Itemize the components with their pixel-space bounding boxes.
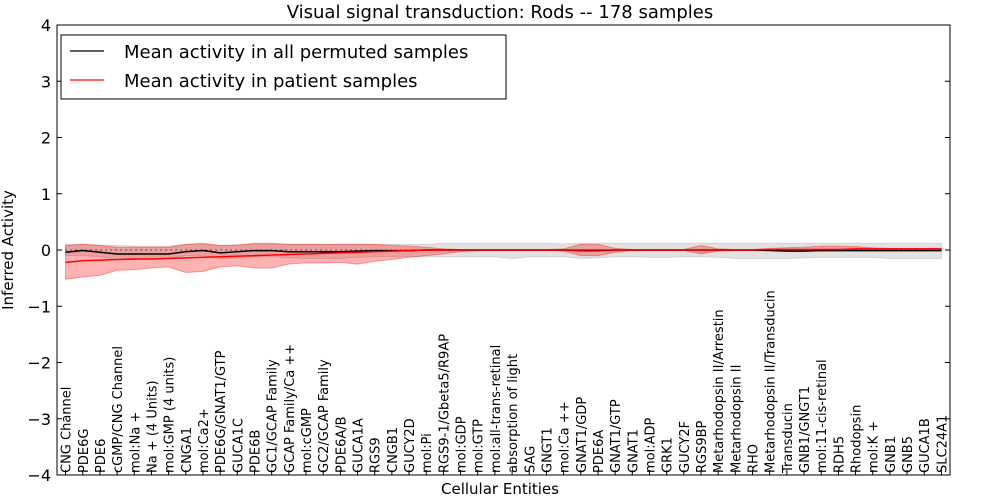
y-tick-label: 4 (41, 16, 51, 35)
x-tick-label: GUCY2F (678, 421, 693, 473)
x-tick-label: CNG Channel (60, 387, 75, 473)
chart-title: Visual signal transduction: Rods -- 178 … (287, 2, 714, 23)
x-tick-label: PDE6A/B (334, 416, 349, 473)
x-tick-label: Rhodopsin (850, 405, 865, 473)
y-axis-label: Inferred Activity (0, 190, 17, 310)
x-tick-label: GUCA1B (918, 418, 933, 473)
x-tick-label: PDE6 (94, 439, 109, 473)
x-tick-label: GNAT1/GTP (609, 399, 624, 473)
legend-label-permuted: Mean activity in all permuted samples (124, 42, 468, 63)
y-tick-label: −2 (27, 354, 51, 373)
x-tick-label: CNGB1 (386, 427, 401, 473)
x-tick-label: PDE6G/GNAT1/GTP (214, 350, 229, 473)
x-tick-label: RGS9 (369, 437, 384, 473)
x-tick-label: mol:GTP (472, 419, 487, 473)
x-tick-label: RGS9-1/Gbeta5/R9AP (437, 334, 452, 473)
x-tick-label: GUCA1C (231, 418, 246, 473)
x-tick-label: mol:Ca ++ (558, 401, 573, 473)
y-tick-label: 0 (41, 241, 51, 260)
x-tick-label: PDE6G (77, 429, 92, 473)
x-tick-label: GRK1 (661, 437, 676, 473)
x-axis-label: Cellular Entities (441, 480, 559, 498)
x-tick-label: RGS9BP (695, 420, 710, 473)
x-tick-label: cGMP/CNG Channel (111, 346, 126, 473)
x-tick-label: CNGA1 (180, 427, 195, 473)
x-tick-label: Metarhodopsin II/Transducin (764, 290, 779, 473)
x-tick-label: SAG (523, 446, 538, 473)
y-tick-label: −4 (27, 466, 51, 485)
x-tick-label: mol:K + (867, 421, 882, 473)
legend: Mean activity in all permuted samples Me… (60, 34, 507, 100)
x-tick-label: mol:cGMP (300, 408, 315, 473)
x-tick-label: RHO (747, 444, 762, 473)
band-permuted (65, 242, 942, 261)
x-tick-label: mol:GDP (455, 416, 470, 473)
x-tick-label: GUCY2D (403, 418, 418, 473)
x-tick-label: mol:Ca2+ (197, 408, 212, 473)
x-tick-label: RDH5 (832, 436, 847, 473)
y-tick-label: 1 (41, 185, 51, 204)
x-tick-label: mol:GMP (4 units) (163, 357, 178, 473)
x-tick-label: GNB1 (884, 436, 899, 473)
x-tick-label: GCAP Family/Ca ++ (283, 344, 298, 473)
x-tick-label: GNAT1/GDP (575, 397, 590, 473)
x-tick-label: GNB1/GNGT1 (798, 386, 813, 473)
x-tick-label: mol:all-trans-retinal (489, 345, 504, 473)
x-tick-label: PDE6A (592, 430, 607, 473)
x-tick-label: GC2/GCAP Family (317, 359, 332, 473)
x-tick-label: Transducin (781, 403, 796, 474)
x-tick-label: Metarhodopsin II/Arrestin (712, 309, 727, 473)
legend-box (60, 34, 507, 100)
x-tick-label: mol:11-cis-retinal (815, 359, 830, 473)
series-line-patient (65, 248, 942, 264)
x-tick-label: GC1/GCAP Family (266, 359, 281, 473)
x-tick-label: GUCA1A (352, 418, 367, 473)
x-tick-label: mol:ADP (643, 417, 658, 473)
legend-label-patient: Mean activity in patient samples (124, 71, 418, 92)
x-tick-label: Na + (4 Units) (145, 380, 160, 473)
x-tick-label: GNAT1 (626, 429, 641, 473)
x-tick-label: absorption of light (506, 354, 521, 473)
x-tick-label: GNB5 (901, 436, 916, 473)
x-tick-label: SLC24A1 (935, 415, 950, 473)
x-tick-label: mol:Pi (420, 433, 435, 473)
y-tick-label: −3 (27, 410, 51, 429)
y-tick-label: 2 (41, 129, 51, 148)
x-tick-label: Metarhodopsin II (729, 365, 744, 473)
y-tick-label: 3 (41, 72, 51, 91)
x-tick-label: PDE6B (248, 430, 263, 473)
x-tick-label: mol:Na + (128, 412, 143, 473)
x-tick-label: GNGT1 (540, 427, 555, 473)
y-tick-label: −1 (27, 297, 51, 316)
